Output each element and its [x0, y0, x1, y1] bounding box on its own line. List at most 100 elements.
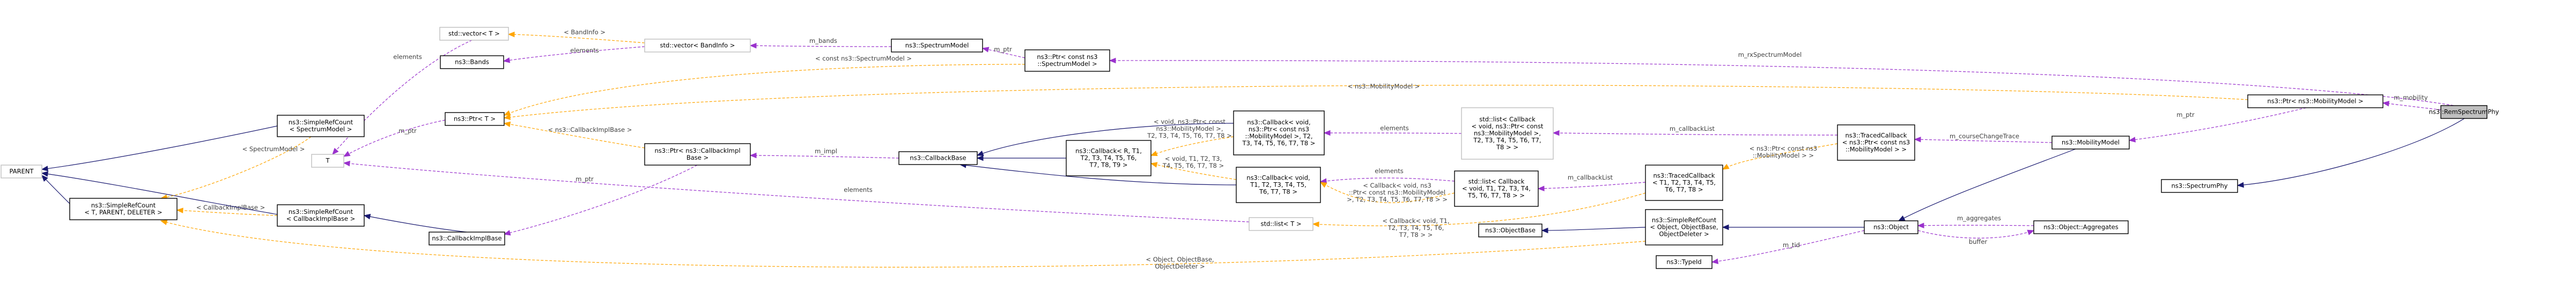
class-node-vector_bandinfo[interactable]: std::vector< BandInfo > [644, 39, 751, 53]
edge-arrowhead [1319, 182, 1327, 188]
class-name: ns3::CallbackBase [910, 154, 966, 162]
class-node-callback_r[interactable]: ns3::Callback< R, T1,T2, T3, T4, T5, T6,… [1066, 140, 1152, 176]
class-node-object[interactable]: ns3::Object [1864, 220, 1918, 234]
class-box [1024, 49, 1110, 72]
class-node-remspectrumphy[interactable]: ns3::RemSpectrumPhy [2429, 105, 2499, 119]
class-name: ns3::TracedCallback< T1, T2, T3, T4, T5,… [1652, 172, 1716, 193]
class-node-list_cb_mm[interactable]: std::list< Callback< void, T1, T2, T3, T… [1454, 170, 1539, 207]
class-node-srcount_obj[interactable]: ns3::SimpleRefCount< Object, ObjectBase,… [1645, 209, 1723, 245]
edge-label: buffer [1969, 238, 1988, 245]
edge-usage: m_callbackList [1552, 125, 1838, 136]
class-node-spectrumphy[interactable]: ns3::SpectrumPhy [2161, 179, 2238, 193]
class-node-bands[interactable]: ns3::Bands [440, 55, 504, 69]
class-node-ptr_mobility[interactable]: ns3::Ptr< ns3::MobilityModel > [2247, 94, 2383, 108]
class-node-callbackbase[interactable]: ns3::CallbackBase [898, 151, 978, 165]
class-name: ns3::SimpleRefCount< Object, ObjectBase,… [1650, 217, 1718, 238]
class-box [1249, 217, 1313, 231]
class-node-objectbase[interactable]: ns3::ObjectBase [1478, 224, 1542, 237]
edge-line [1109, 60, 2488, 113]
edge-label: m_bands [809, 37, 837, 44]
class-box [445, 112, 505, 126]
edge-line [504, 165, 698, 235]
edge-arrowhead [1541, 227, 1548, 234]
edge-line [982, 48, 1025, 58]
class-name: ns3::Ptr< T > [454, 115, 496, 123]
class-box [439, 27, 509, 41]
edge-inherit [976, 123, 1234, 156]
class-node-traced_mm[interactable]: ns3::TracedCallback< ns3::Ptr< const ns3… [1837, 124, 1915, 161]
edge-label: m_impl [815, 147, 837, 155]
class-node-spectrummodel[interactable]: ns3::SpectrumModel [891, 39, 983, 53]
edge-line [1914, 139, 2053, 143]
class-node-mobilitymodel[interactable]: ns3::MobilityModel [2051, 136, 2130, 150]
class-box [644, 143, 751, 166]
class-node-list_t[interactable]: std::list< T > [1249, 217, 1313, 231]
edge-line [364, 215, 467, 233]
class-node-traced_t[interactable]: ns3::TracedCallback< T1, T2, T3, T4, T5,… [1645, 165, 1723, 201]
class-node-srcount_t[interactable]: ns3::SimpleRefCount< T, PARENT, DELETER … [69, 198, 178, 220]
edge-line [504, 123, 645, 148]
edge-line [1917, 225, 2034, 226]
class-box [1656, 255, 1713, 269]
class-name: ns3::SimpleRefCount< SpectrumModel > [289, 118, 353, 133]
edge-usage: m_mobility [2382, 94, 2441, 110]
edge-line [503, 46, 645, 62]
edge-arrowhead [1898, 215, 1906, 221]
edge-inherit [41, 125, 278, 172]
class-name: ns3::TypeId [1666, 258, 1701, 266]
edge-line [1541, 227, 1646, 231]
class-name: ns3::MobilityModel [2062, 139, 2120, 146]
class-name: T [325, 157, 330, 165]
edge-line [343, 120, 446, 157]
class-node-parent[interactable]: PARENT [1, 165, 42, 178]
edge-arrowhead [343, 160, 350, 167]
class-box [1454, 170, 1539, 207]
edge-arrowhead [503, 121, 511, 128]
edge-arrowhead [1722, 163, 1730, 170]
class-node-callback_t[interactable]: ns3::Callback< void,T1, T2, T3, T4, T5,T… [1236, 167, 1321, 203]
edge-label: m_callbackList [1670, 125, 1715, 132]
edge-template: < Object, ObjectBase,ObjectDeleter > [160, 219, 1646, 270]
class-name: std::vector< T > [448, 30, 500, 38]
class-name: ns3::CallbackImplBase [432, 235, 501, 242]
edge-inherit [41, 171, 278, 215]
edge-inherit [1898, 148, 2076, 221]
class-node-srcount_cbimpl[interactable]: ns3::SimpleRefCount< CallbackImplBase > [277, 204, 365, 227]
edge-line [343, 162, 1250, 222]
edge-arrowhead [749, 152, 757, 159]
edge-usage: m_ptr [343, 120, 446, 157]
class-node-tnode[interactable]: T [311, 154, 344, 168]
edge-label: < ns3::MobilityModel > [1348, 83, 1420, 90]
class-node-vector_t[interactable]: std::vector< T > [439, 27, 509, 41]
class-box [1837, 124, 1915, 161]
edge-label: < BandInfo > [564, 28, 606, 36]
class-node-srcount_spec[interactable]: ns3::SimpleRefCount< SpectrumModel > [277, 115, 365, 137]
class-node-ptr_t[interactable]: ns3::Ptr< T > [445, 112, 505, 126]
class-box [1645, 165, 1723, 201]
edge-arrowhead [976, 150, 984, 156]
edge-label: < void, T1, T2, T3,T4, T5, T6, T7, T8 > [1162, 155, 1224, 169]
edge-label: elements [393, 53, 422, 61]
class-node-callbackimplbase[interactable]: ns3::CallbackImplBase [429, 232, 505, 245]
edge-arrowhead [507, 31, 515, 38]
edge-line [1150, 136, 1234, 156]
class-node-ptr_spec[interactable]: ns3::Ptr< const ns3::SpectrumModel > [1024, 49, 1110, 72]
class-node-list_cb_ptr[interactable]: std::list< Callback< void, ns3::Ptr< con… [1461, 107, 1554, 160]
class-box [2161, 179, 2238, 193]
edge-line [504, 85, 2248, 118]
class-node-callback_mm[interactable]: ns3::Callback< void,ns3::Ptr< const ns3:… [1233, 110, 1325, 155]
edge-arrowhead [343, 151, 351, 157]
edge-line [504, 64, 1025, 116]
edge-label: elements [1380, 124, 1408, 132]
edge-line [1898, 148, 2076, 221]
class-node-typeid[interactable]: ns3::TypeId [1656, 255, 1713, 269]
edge-line [959, 164, 1237, 185]
class-node-aggregates[interactable]: ns3::Object::Aggregates [2033, 220, 2129, 234]
edge-inherit [1722, 224, 1864, 230]
edge-arrowhead [503, 230, 511, 236]
edge-arrowhead [1150, 151, 1158, 157]
edge-arrowhead [41, 171, 49, 177]
